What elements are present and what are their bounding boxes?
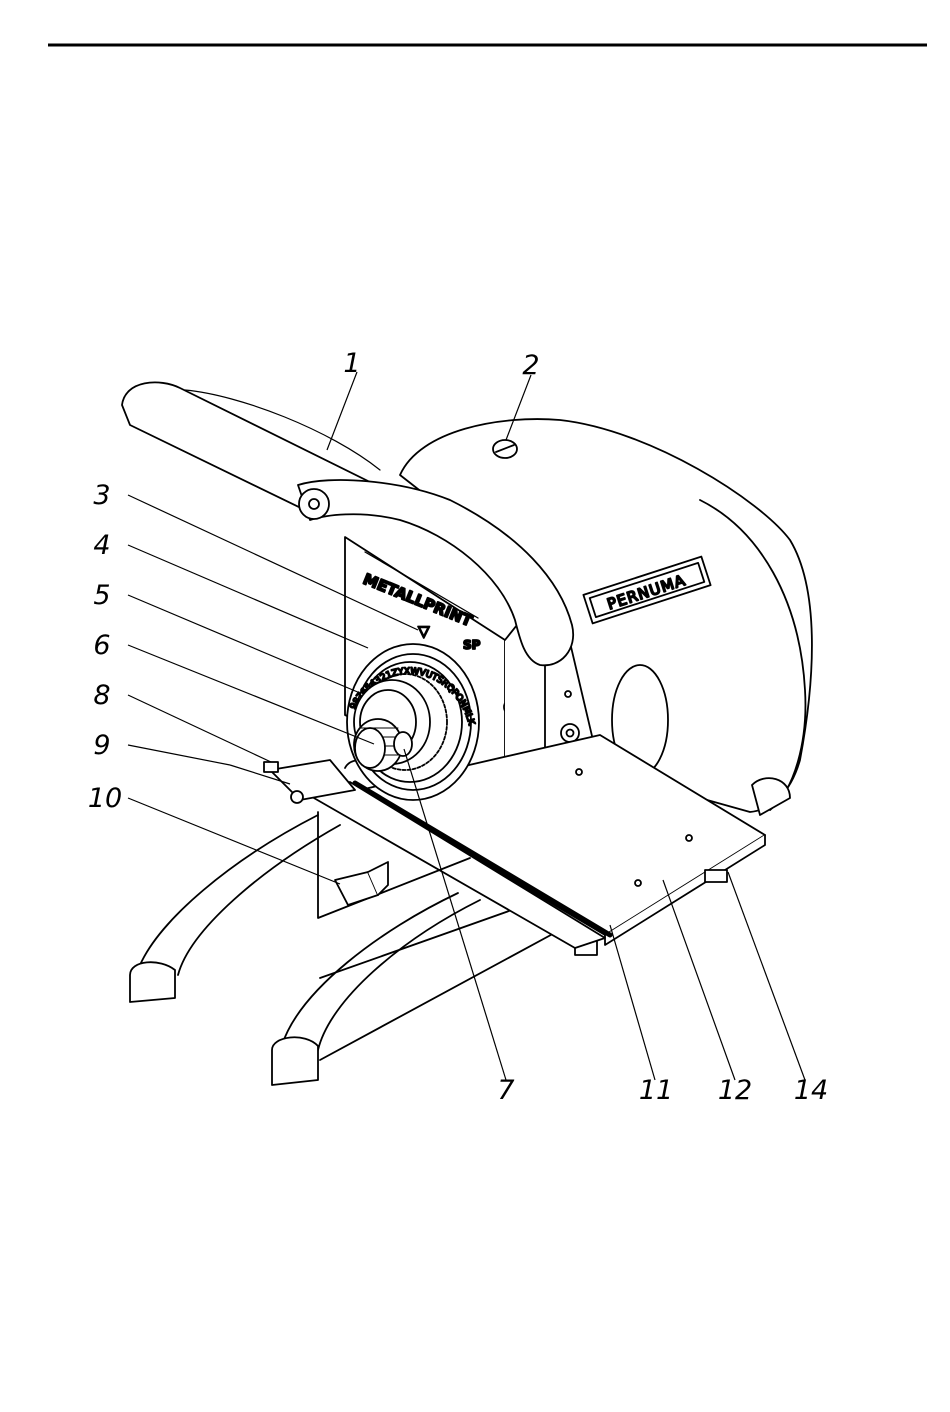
callout-9: 9 xyxy=(93,730,110,761)
top-screw xyxy=(493,440,517,458)
callout-10: 10 xyxy=(88,783,122,814)
callout-1: 1 xyxy=(343,348,360,379)
stop-lever xyxy=(335,862,388,905)
callout-5: 5 xyxy=(93,580,110,611)
model-label: SP xyxy=(463,638,481,652)
callout-8: 8 xyxy=(93,680,110,711)
callout-11: 11 xyxy=(639,1075,673,1106)
callout-14: 14 xyxy=(794,1075,828,1106)
callout-4: 4 xyxy=(93,530,110,561)
callout-6: 6 xyxy=(93,630,110,661)
callout-12: 12 xyxy=(718,1075,752,1106)
indicator-arrow: ▽ xyxy=(418,622,430,640)
callout-2: 2 xyxy=(522,350,539,381)
callout-7: 7 xyxy=(497,1075,514,1106)
callout-3: 3 xyxy=(93,480,110,511)
